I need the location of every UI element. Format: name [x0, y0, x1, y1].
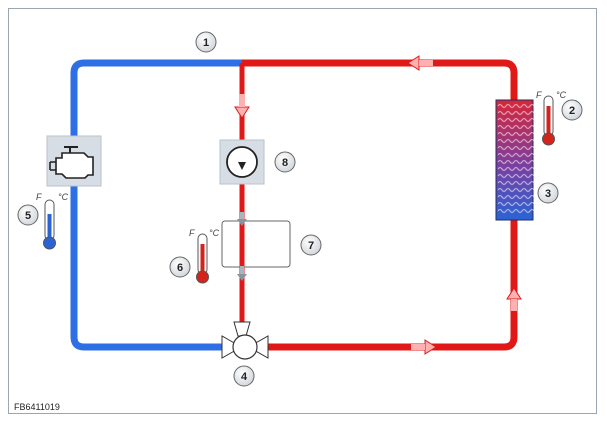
callout-5-label: 5 [25, 210, 31, 222]
radiator-wave [497, 208, 539, 214]
callout-4-label: 4 [241, 371, 248, 383]
radiator-wave [497, 138, 539, 144]
engine-icon [46, 135, 102, 187]
radiator-wave [497, 159, 539, 165]
callout-2: 2 [561, 99, 583, 121]
radiator-wave [497, 194, 539, 200]
callout-1: 1 [195, 31, 217, 53]
flow-arrow-right-up [506, 287, 522, 311]
radiator-wave [497, 124, 539, 130]
radiator-wave [497, 173, 539, 179]
radiator-wave [497, 152, 539, 158]
flow-arrow-bottom [411, 339, 437, 355]
callout-4: 4 [233, 365, 255, 387]
radiator-wave [497, 180, 539, 186]
thermostat-valve [221, 321, 269, 360]
unit-f-label: F [536, 90, 542, 100]
radiator-wave [497, 166, 539, 172]
callout-3: 3 [537, 182, 559, 204]
callout-5: 5 [17, 204, 39, 226]
callout-8-label: 8 [282, 157, 288, 169]
unit-f-label: F [189, 228, 195, 238]
thermometer-engine-icon: F °C [36, 192, 69, 250]
radiator-wave [497, 187, 539, 193]
radiator-wave [497, 131, 539, 137]
radiator-wave [497, 103, 539, 109]
radiator [495, 99, 539, 221]
figure-code: FB6411019 [14, 402, 60, 412]
callout-1-label: 1 [203, 37, 209, 49]
thermometer-heater-icon: F °C [189, 228, 220, 284]
flow-arrow-top [407, 55, 433, 71]
unit-c-label: °C [556, 90, 567, 100]
heater-block [221, 212, 291, 281]
radiator-wave [497, 201, 539, 207]
thermometer-radiator-icon: F °C [536, 90, 567, 146]
callout-2-label: 2 [569, 105, 575, 117]
radiator-wave [497, 110, 539, 116]
callout-7-label: 7 [308, 240, 314, 252]
callout-6: 6 [169, 256, 191, 278]
callout-7: 7 [300, 234, 322, 256]
unit-c-label: °C [58, 192, 69, 202]
radiator-wave [497, 117, 539, 123]
callout-3-label: 3 [545, 188, 551, 200]
water-pump [219, 139, 265, 185]
callout-6-label: 6 [177, 262, 183, 274]
unit-f-label: F [36, 192, 42, 202]
hot-coolant-pipe [242, 59, 518, 351]
unit-c-label: °C [209, 228, 220, 238]
callout-8: 8 [274, 151, 296, 173]
cold-coolant-pipe [70, 59, 242, 351]
radiator-wave [497, 145, 539, 151]
flow-arrow-center-down [234, 94, 250, 119]
